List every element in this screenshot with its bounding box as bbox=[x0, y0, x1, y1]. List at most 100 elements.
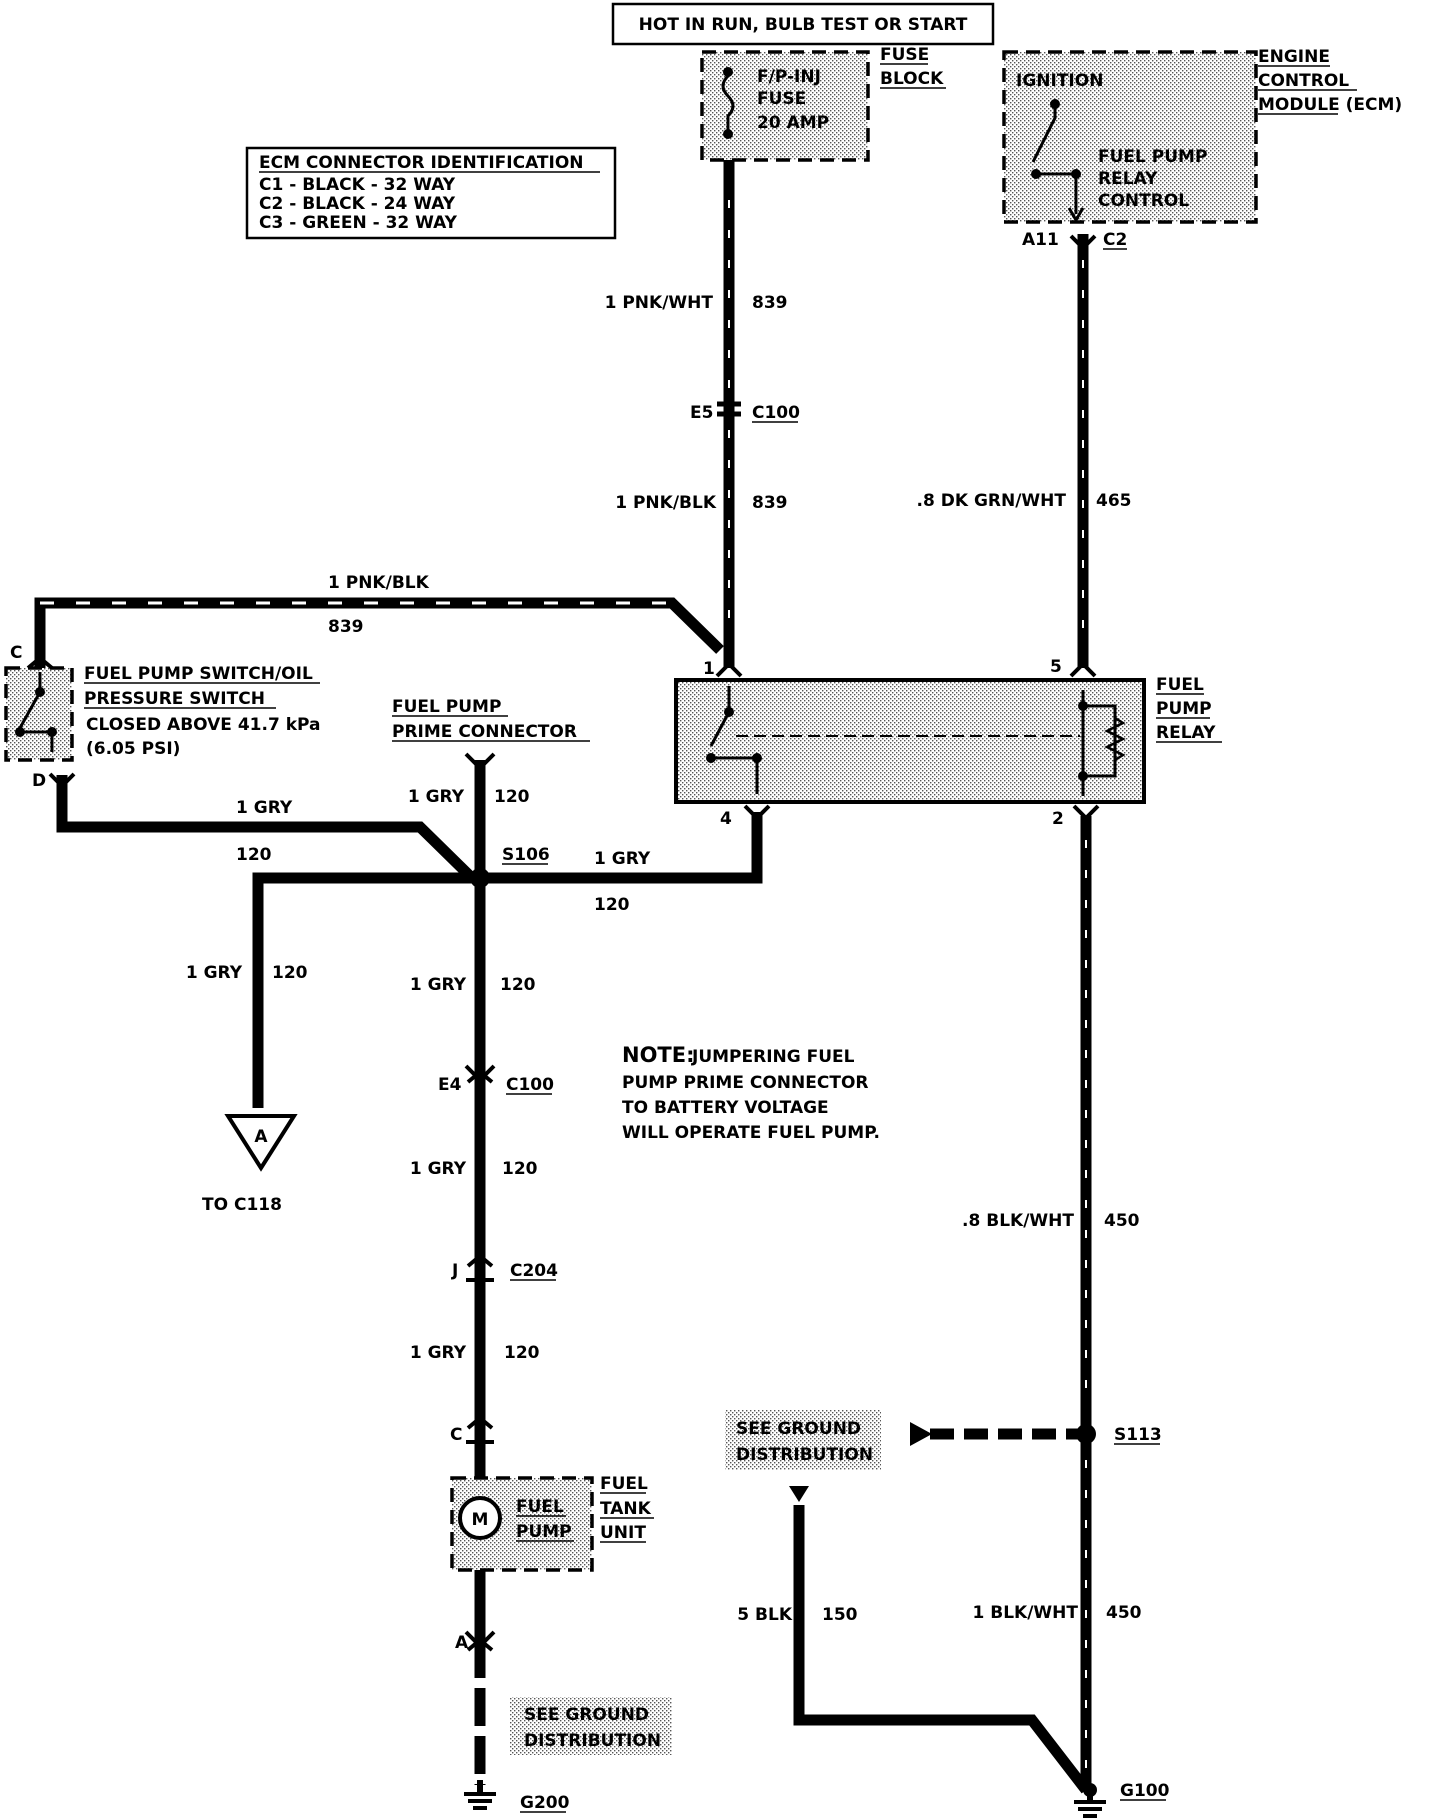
wire-839-left-branch bbox=[34, 597, 724, 668]
svg-text:FUEL PUMP: FUEL PUMP bbox=[392, 697, 501, 717]
svg-text:5: 5 bbox=[1050, 657, 1062, 677]
svg-text:(6.05 PSI): (6.05 PSI) bbox=[86, 739, 180, 759]
svg-text:450: 450 bbox=[1104, 1211, 1140, 1231]
svg-text:D: D bbox=[32, 771, 46, 791]
connector-fuel-tank-top: C bbox=[450, 1415, 494, 1445]
svg-text:120: 120 bbox=[236, 845, 272, 865]
offpage-connector-a: A TO C118 bbox=[202, 1114, 298, 1215]
fuse-icon bbox=[721, 68, 735, 136]
power-source-label: HOT IN RUN, BULB TEST OR START bbox=[611, 2, 995, 46]
fuse-block: F/P-INJ FUSE 20 AMP FUSE BLOCK bbox=[700, 45, 946, 162]
svg-text:RELAY: RELAY bbox=[1098, 169, 1158, 189]
fuel-pump-oil-pressure-switch: C D FUEL PUMP SWITCH/OIL PRESSURE SWITCH… bbox=[4, 643, 320, 791]
svg-text:TO BATTERY VOLTAGE: TO BATTERY VOLTAGE bbox=[622, 1098, 829, 1118]
wire-150 bbox=[793, 1505, 1091, 1794]
svg-text:450: 450 bbox=[1106, 1603, 1142, 1623]
svg-text:G100: G100 bbox=[1120, 1781, 1170, 1801]
svg-text:C1 - BLACK - 32 WAY: C1 - BLACK - 32 WAY bbox=[259, 175, 456, 195]
wire-hatch-marks bbox=[728, 200, 1087, 1770]
wire-120-relay bbox=[480, 812, 763, 884]
svg-text:DISTRIBUTION: DISTRIBUTION bbox=[736, 1445, 873, 1465]
svg-text:1 GRY: 1 GRY bbox=[594, 849, 651, 869]
wire-120-offpage bbox=[252, 872, 480, 1108]
svg-text:J: J bbox=[451, 1261, 458, 1281]
svg-text:ECM CONNECTOR IDENTIFICATION: ECM CONNECTOR IDENTIFICATION bbox=[259, 153, 584, 173]
engine-control-module: IGNITION FUEL PUMP RELAY CONTROL ENGINE … bbox=[1002, 47, 1402, 250]
svg-text:1 PNK/WHT: 1 PNK/WHT bbox=[605, 293, 714, 313]
fuse-name: F/P-INJ bbox=[757, 67, 821, 87]
svg-text:TANK: TANK bbox=[600, 1499, 652, 1519]
motor-icon bbox=[458, 1496, 502, 1540]
svg-text:120: 120 bbox=[500, 975, 536, 995]
svg-text:E5: E5 bbox=[690, 403, 713, 423]
svg-text:120: 120 bbox=[504, 1343, 540, 1363]
svg-text:CLOSED ABOVE 41.7 kPa: CLOSED ABOVE 41.7 kPa bbox=[86, 715, 320, 735]
wire-120-switch bbox=[56, 775, 476, 882]
svg-text:C100: C100 bbox=[506, 1075, 554, 1095]
svg-text:150: 150 bbox=[822, 1605, 858, 1625]
connector-c204: J C204 bbox=[451, 1253, 558, 1282]
svg-text:HOT IN RUN, BULB TEST OR START: HOT IN RUN, BULB TEST OR START bbox=[639, 15, 968, 35]
svg-text:C: C bbox=[450, 1425, 462, 1445]
svg-text:1 BLK/WHT: 1 BLK/WHT bbox=[973, 1603, 1079, 1623]
svg-text:WILL OPERATE FUEL PUMP.: WILL OPERATE FUEL PUMP. bbox=[622, 1123, 880, 1143]
splice-s113: S113 bbox=[1076, 1424, 1162, 1445]
svg-text:120: 120 bbox=[502, 1159, 538, 1179]
ecm-pin-terminal bbox=[1069, 234, 1097, 251]
ecm-connector-identification: ECM CONNECTOR IDENTIFICATION C1 - BLACK … bbox=[245, 146, 617, 240]
svg-text:A: A bbox=[455, 1633, 469, 1653]
svg-text:SEE GROUND: SEE GROUND bbox=[524, 1705, 649, 1725]
fuse-label: FUSE bbox=[757, 89, 806, 109]
connector-fuel-tank-bottom: A bbox=[455, 1630, 496, 1653]
svg-text:839: 839 bbox=[328, 617, 364, 637]
svg-text:FUEL PUMP: FUEL PUMP bbox=[1098, 147, 1207, 167]
svg-text:1 PNK/BLK: 1 PNK/BLK bbox=[328, 573, 430, 593]
svg-text:E4: E4 bbox=[438, 1075, 462, 1095]
ground-g100: G100 bbox=[1074, 1781, 1170, 1818]
wire-labels: 1 PNK/WHT 839 1 PNK/BLK 839 1 PNK/BLK 83… bbox=[186, 293, 1142, 1625]
svg-text:839: 839 bbox=[752, 493, 788, 513]
ecm-ignition-label: IGNITION bbox=[1016, 71, 1103, 91]
svg-text:PUMP PRIME CONNECTOR: PUMP PRIME CONNECTOR bbox=[622, 1073, 869, 1093]
svg-text:1: 1 bbox=[703, 659, 715, 679]
svg-text:PUMP: PUMP bbox=[1156, 699, 1212, 719]
svg-text:BLOCK: BLOCK bbox=[880, 69, 944, 89]
svg-text:120: 120 bbox=[272, 963, 308, 983]
svg-text:C3 - GREEN - 32 WAY: C3 - GREEN - 32 WAY bbox=[259, 213, 458, 233]
svg-text:A: A bbox=[254, 1127, 268, 1147]
fuel-pump-prime-connector: FUEL PUMP PRIME CONNECTOR bbox=[392, 697, 590, 771]
svg-text:1 GRY: 1 GRY bbox=[410, 975, 467, 995]
svg-text:JUMPERING FUEL: JUMPERING FUEL bbox=[691, 1047, 855, 1067]
svg-text:S106: S106 bbox=[502, 845, 550, 865]
svg-text:1 GRY: 1 GRY bbox=[236, 798, 293, 818]
svg-text:1 PNK/BLK: 1 PNK/BLK bbox=[615, 493, 717, 513]
svg-text:RELAY: RELAY bbox=[1156, 723, 1216, 743]
svg-text:5 BLK: 5 BLK bbox=[737, 1605, 793, 1625]
ground-g200: G200 bbox=[464, 1780, 570, 1813]
svg-text:FUSE: FUSE bbox=[880, 45, 929, 65]
svg-text:S113: S113 bbox=[1114, 1425, 1162, 1445]
svg-text:.8 BLK/WHT: .8 BLK/WHT bbox=[962, 1211, 1074, 1231]
svg-text:UNIT: UNIT bbox=[600, 1523, 646, 1543]
svg-text:PRIME CONNECTOR: PRIME CONNECTOR bbox=[392, 722, 577, 742]
svg-text:TO C118: TO C118 bbox=[202, 1195, 282, 1215]
svg-text:G200: G200 bbox=[520, 1793, 570, 1813]
svg-text:465: 465 bbox=[1096, 491, 1132, 511]
connector-c100-bottom: E4 C100 bbox=[438, 1064, 554, 1095]
svg-text:1 GRY: 1 GRY bbox=[410, 1159, 467, 1179]
fuse-rating: 20 AMP bbox=[757, 113, 829, 133]
svg-text:PUMP: PUMP bbox=[516, 1522, 572, 1542]
svg-text:C100: C100 bbox=[752, 403, 800, 423]
svg-text:ENGINE: ENGINE bbox=[1258, 47, 1330, 67]
svg-text:2: 2 bbox=[1052, 809, 1064, 829]
svg-text:SEE GROUND: SEE GROUND bbox=[736, 1419, 861, 1439]
ecm-connector: C2 bbox=[1103, 230, 1127, 250]
svg-text:CONTROL: CONTROL bbox=[1258, 71, 1349, 91]
svg-text:.8 DK GRN/WHT: .8 DK GRN/WHT bbox=[917, 491, 1067, 511]
svg-text:FUEL: FUEL bbox=[1156, 675, 1204, 695]
svg-text:CONTROL: CONTROL bbox=[1098, 191, 1189, 211]
fuel-pump-relay: 1 5 4 2 FUEL PUMP RELAY bbox=[674, 657, 1222, 829]
svg-text:1 GRY: 1 GRY bbox=[408, 787, 465, 807]
ecm-pin: A11 bbox=[1022, 230, 1059, 250]
